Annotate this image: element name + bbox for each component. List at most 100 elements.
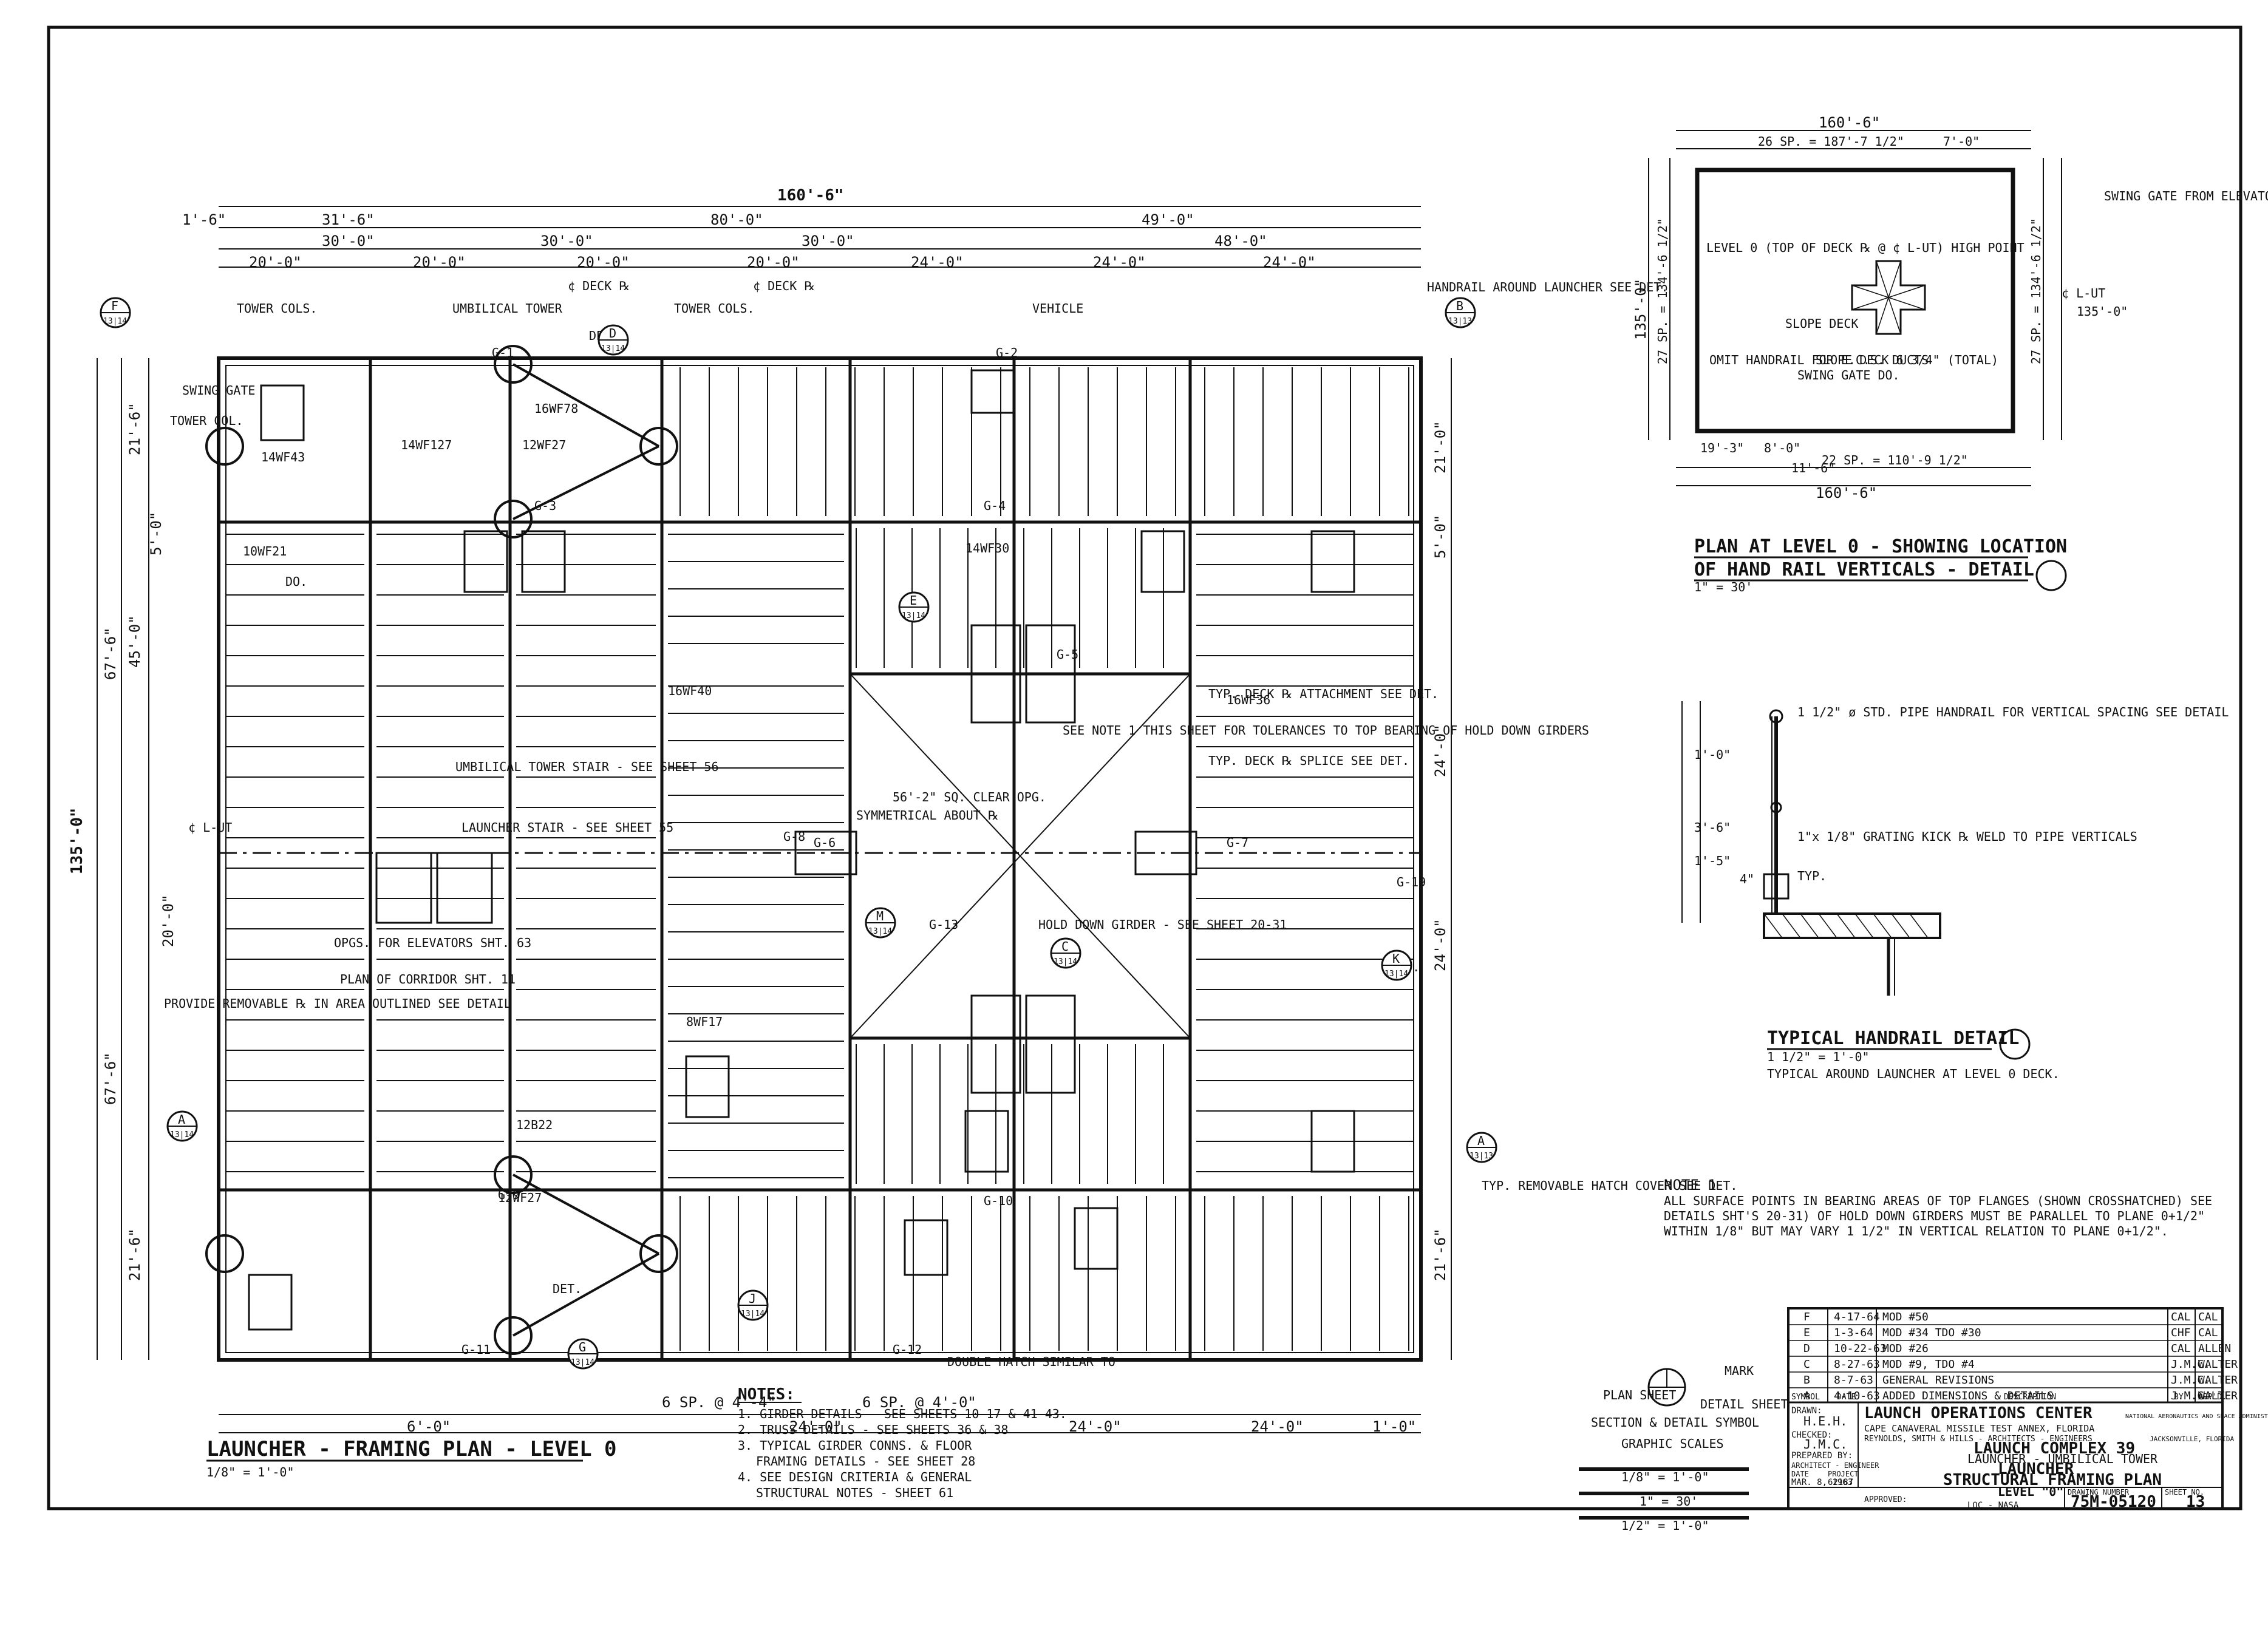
revision-4-col-4: WALTER xyxy=(2198,1374,2238,1387)
right-dim-3: 21'-6" xyxy=(1432,1228,1449,1281)
callout-sheet-5: 13|14 xyxy=(902,611,925,620)
l0-title-line1: PLAN AT LEVEL 0 - SHOWING LOCATION xyxy=(1694,536,2067,557)
tb-dwg: 75M-05120 xyxy=(2071,1493,2156,1511)
bottom-dim-4: 24'-0" xyxy=(1069,1418,1122,1435)
l0-title-line2: OF HAND RAIL VERTICALS - DETAIL xyxy=(1694,559,2034,580)
plan-label-11: 12WF27 xyxy=(522,438,566,452)
bay-dim-6: 24'-0" xyxy=(1263,254,1316,271)
callout-mark-7: A xyxy=(178,1112,185,1127)
bay-dim-2: 20'-0" xyxy=(577,254,630,271)
hr-title: TYPICAL HANDRAIL DETAIL xyxy=(1767,1028,2019,1049)
note1-line-1: DETAILS SHT'S 20-31) OF HOLD DOWN GIRDER… xyxy=(1664,1209,2205,1223)
revision-3-col-3: J.M.C. xyxy=(2171,1358,2210,1371)
plan-label-2: TOWER COLS. xyxy=(674,301,754,316)
tb-t2: STRUCTURAL FRAMING PLAN xyxy=(1943,1471,2162,1489)
rev-header-symbol: SYMBOL xyxy=(1791,1393,1820,1402)
tb-location: CAPE CANAVERAL MISSILE TEST ANNEX, FLORI… xyxy=(1864,1423,2094,1434)
top-dim-1: 31'-6" xyxy=(322,211,375,228)
legend-caption: SECTION & DETAIL SYMBOL xyxy=(1591,1415,1759,1430)
revision-2-col-1: 10-22-63 xyxy=(1834,1342,1887,1355)
plan-label-22: G-9 xyxy=(498,1187,520,1202)
l0-label-5: SWING GATE DO. xyxy=(1797,368,1900,382)
plan-label-19: G-6 xyxy=(814,835,836,850)
plan-label-1: UMBILICAL TOWER xyxy=(452,301,563,316)
tb-date-label: DATE xyxy=(1791,1470,1809,1478)
tb-drawn: H.E.H. xyxy=(1803,1414,1847,1428)
callout-mark-5: E xyxy=(910,593,917,608)
revision-2-col-2: MOD #26 xyxy=(1882,1342,1929,1355)
note1-line-2: WITHIN 1/8" BUT MAY VARY 1 1/2" IN VERTI… xyxy=(1664,1224,2168,1238)
l0-label-1: LEVEL 0 (TOP OF DECK ℞ @ ¢ L-UT) HIGH PO… xyxy=(1706,240,2025,255)
revision-0-col-3: CAL xyxy=(2171,1311,2191,1323)
plan-label-0: TOWER COLS. xyxy=(237,301,317,316)
l0-left-spacing: 27 SP. = 134'-6 1/2" xyxy=(1655,218,1670,364)
tb-center: LAUNCH OPERATIONS CENTER xyxy=(1864,1404,2093,1422)
callout-sheet-4: 13|14 xyxy=(741,1309,765,1319)
rev-header-date: DATE xyxy=(1837,1393,1856,1402)
hr-label-0: 1 1/2" ø STD. PIPE HANDRAIL FOR VERTICAL… xyxy=(1797,705,2229,719)
plan-label-27: G-19 xyxy=(1397,875,1426,889)
plan-label-35: 12WF27 xyxy=(498,1191,542,1205)
rev-header-desc: DESCRIPTION xyxy=(2004,1393,2056,1402)
bay-dim-0: 20'-0" xyxy=(249,254,302,271)
plan-label-30: 16WF40 xyxy=(668,684,712,698)
revision-5-col-2: ADDED DIMENSIONS & DETAILS xyxy=(1882,1390,2054,1402)
l0-label-9: 19'-3" xyxy=(1700,441,1744,455)
l0-bottom-dim: 160'-6" xyxy=(1816,484,1877,501)
plan-label-6: TOWER COL. xyxy=(170,413,243,428)
plan-label-20: G-7 xyxy=(1227,835,1248,850)
l0-callout xyxy=(2035,560,2067,591)
legend-mark: MARK xyxy=(1725,1364,1754,1378)
main-plan-scale: 1/8" = 1'-0" xyxy=(206,1465,295,1479)
title-block xyxy=(1787,1307,2224,1510)
left-dim-1: 67'-6" xyxy=(102,1052,119,1105)
left-dim-6: 21'-6" xyxy=(126,1228,143,1281)
revision-3-col-4: WALTER xyxy=(2198,1358,2238,1371)
note-item-0: 1. GIRDER DETAILS - SEE SHEETS 10-17 & 4… xyxy=(738,1407,1067,1421)
tb-firm: REYNOLDS, SMITH & HILLS - ARCHITECTS - E… xyxy=(1864,1435,2093,1444)
legend-scale-0: 1/8" = 1'-0" xyxy=(1621,1470,1709,1484)
bay-dim-5: 24'-0" xyxy=(1093,254,1146,271)
top-dim-3: 49'-0" xyxy=(1142,211,1194,228)
plan-label-13: 16WF78 xyxy=(534,401,578,416)
plan-label-8: ¢ DECK ℞ xyxy=(753,279,815,293)
plan-label-48: DOUBLE HATCH SIMILAR TO xyxy=(947,1354,1115,1369)
hr-label-1: 1"x 1/8" GRATING KICK ℞ WELD TO PIPE VER… xyxy=(1797,829,2137,844)
l0-top-spacing: 26 SP. = 187'-7 1/2" xyxy=(1758,134,1904,149)
plan-label-46: TYP. DECK ℞ SPLICE SEE DET. xyxy=(1208,753,1409,768)
plan-label-40: UMBILICAL TOWER STAIR - SEE SHEET 56 xyxy=(455,759,718,774)
plan-label-28: 10WF21 xyxy=(243,544,287,559)
tb-project-label: PROJECT xyxy=(1828,1470,1859,1478)
note-item-3: FRAMING DETAILS - SEE SHEET 28 xyxy=(756,1454,975,1469)
left-dim-5: 20'-0" xyxy=(160,894,177,947)
notes-heading: NOTES: xyxy=(738,1385,795,1404)
note-item-2: 3. TYPICAL GIRDER CONNS. & FLOOR xyxy=(738,1438,972,1453)
tb-project: 62187 xyxy=(1828,1478,1853,1487)
tb-checked-label: CHECKED: xyxy=(1791,1430,1832,1440)
revision-0-col-0: F xyxy=(1803,1311,1810,1323)
plan-label-33: 14WF30 xyxy=(965,541,1009,555)
callout-mark-3: G xyxy=(579,1340,586,1354)
plan-label-34: 12B22 xyxy=(516,1118,553,1132)
top-dim-4: 30'-0" xyxy=(322,233,375,250)
callout-mark-4: J xyxy=(749,1291,756,1306)
plan-label-47: TYP. REMOVABLE HATCH COVER SEE DET. xyxy=(1482,1178,1737,1193)
revision-2-col-0: D xyxy=(1803,1342,1810,1355)
overall-width-dim: 160'-6" xyxy=(777,186,844,205)
plan-label-49: ¢ L-UT xyxy=(188,820,232,835)
plan-label-41: LAUNCHER STAIR - SEE SHEET 55 xyxy=(461,820,673,835)
callout-mark-6: M xyxy=(876,909,884,923)
bay-dim-4: 24'-0" xyxy=(911,254,964,271)
callout-sheet-8: 13|14 xyxy=(1384,970,1408,979)
l0-label-11: 11'-6" xyxy=(1791,461,1835,475)
revision-4-col-0: B xyxy=(1803,1374,1810,1387)
l0-right-spacing: 27 SP. = 134'-6 1/2" xyxy=(2029,218,2043,364)
note-item-4: 4. SEE DESIGN CRITERIA & GENERAL xyxy=(738,1470,972,1484)
plan-label-7: ¢ DECK ℞ xyxy=(568,279,630,293)
note-item-5: STRUCTURAL NOTES - SHEET 61 xyxy=(756,1486,953,1500)
l0-label-0: SWING GATE FROM ELEVATOR OMIT HANDRAIL xyxy=(2104,189,2268,203)
revision-4-col-2: GENERAL REVISIONS xyxy=(1882,1374,1994,1387)
main-plan-title: LAUNCHER - FRAMING PLAN - LEVEL 0 xyxy=(206,1437,617,1461)
callout-mark-9: C xyxy=(1061,939,1069,954)
